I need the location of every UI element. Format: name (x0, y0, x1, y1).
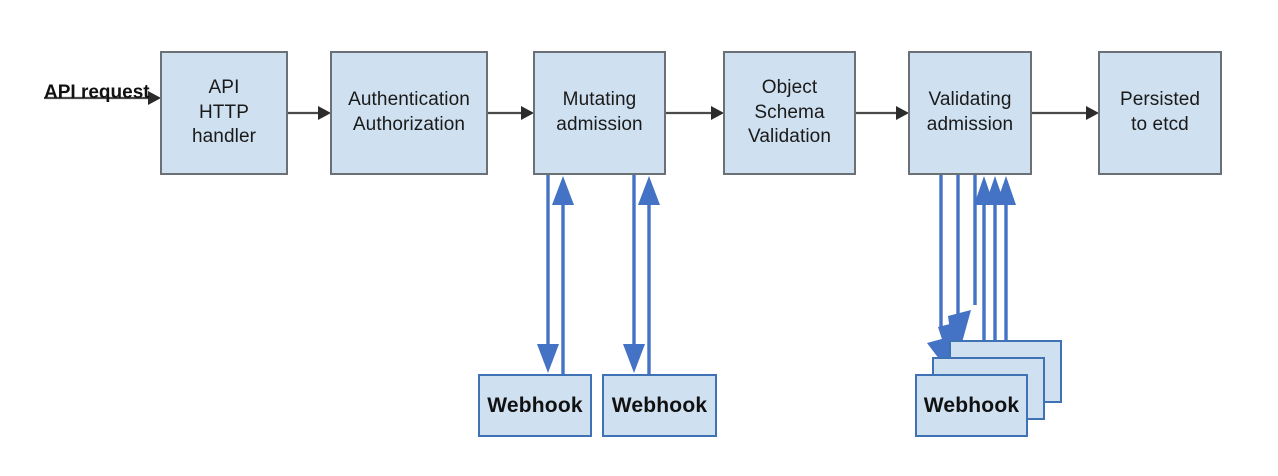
stage-box-object-schema-validation[interactable]: Object Schema Validation (723, 51, 856, 175)
webhook-label: Webhook (487, 393, 583, 417)
stage-box-validating-admission[interactable]: Validating admission (908, 51, 1032, 175)
flow-arrow-entry-to-api-handler (44, 91, 161, 105)
stage-label: Persisted to etcd (1119, 89, 1201, 135)
webhook-label: Webhook (611, 393, 708, 417)
webhook-arrow-up-mutating-2 (638, 176, 660, 374)
api-request-label: API request (44, 82, 150, 103)
stage-label: API HTTP handler (191, 76, 257, 148)
webhook-arrow-up-mutating-1 (552, 176, 574, 374)
stage-label: Authentication Authorization (348, 89, 470, 135)
stage-box-authentication-authorization[interactable]: Authentication Authorization (330, 51, 488, 175)
flow-arrow-mutating-to-object-schema (666, 106, 724, 120)
flow-arrow-api-handler-to-auth (288, 106, 331, 120)
webhook-arrow-down-mutating-1 (537, 175, 559, 373)
stage-box-api-http-handler[interactable]: API HTTP handler (160, 51, 288, 175)
webhook-label: Webhook (923, 393, 1020, 417)
flow-arrow-object-schema-to-validating (856, 106, 909, 120)
stage-box-persisted-to-etcd[interactable]: Persisted to etcd (1098, 51, 1222, 175)
stage-box-mutating-admission[interactable]: Mutating admission (533, 51, 666, 175)
stage-label: Validating admission (926, 89, 1014, 135)
stage-label: Object Schema Validation (747, 76, 832, 148)
flow-arrow-auth-to-mutating (488, 106, 534, 120)
stage-label: Mutating admission (556, 89, 643, 135)
webhook-arrow-down-mutating-2 (623, 175, 645, 373)
webhook-box-validating-1[interactable]: Webhook (915, 374, 1028, 437)
webhook-box-mutating-1[interactable]: Webhook (478, 374, 592, 437)
webhook-box-mutating-2[interactable]: Webhook (602, 374, 717, 437)
flow-arrow-validating-to-persisted (1032, 106, 1099, 120)
